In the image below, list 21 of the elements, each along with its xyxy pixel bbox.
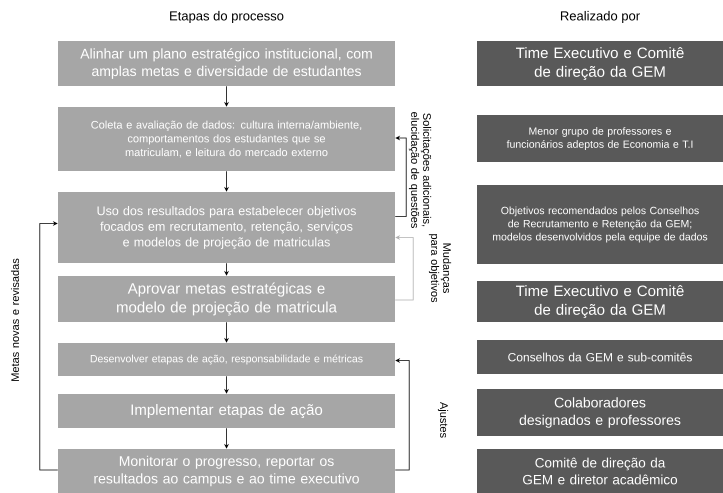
edge-label: Ajustes	[438, 402, 448, 438]
process-box: Implementar etapas de ação	[58, 394, 395, 428]
process-box: Desenvolver etapas de ação, responsabilidade e métricas	[58, 343, 395, 376]
process-box: Uso dos resultados para estabelecer objetivos focados em recrutamento, retenção, serviços e modelos de projeção de matriculas	[58, 192, 395, 263]
role-box: Time Executivo e Comitê de direção da GEM	[477, 281, 723, 322]
arrow	[39, 220, 58, 470]
column-heading: Realizado por	[560, 10, 640, 24]
process-box: Coleta e avaliação de dados: cultura interna/ambiente, comportamentos dos estudantes que se matriculam, e leitura do mercado externo	[58, 107, 395, 171]
edge-label: Mudanças para objetivos	[428, 234, 452, 302]
edge-label: Metas novas e revisadas	[10, 258, 20, 381]
role-box: Time Executivo e Comitê de direção da GEM	[477, 41, 723, 86]
edge-label: Solicitações adicionais, elucidação de questões	[408, 112, 432, 228]
process-box: Monitorar o progresso, reportar os resultados ao campus e ao time executivo	[58, 449, 395, 493]
column-heading: Etapas do processo	[170, 10, 284, 24]
process-box: Alinhar um plano estratégico institucional, com amplas metas e diversidade de estudantes	[58, 41, 395, 86]
role-box: Colaboradores designados e professores	[477, 389, 723, 436]
role-box: Menor grupo de professores e funcionários adeptos de Economia e T.I	[477, 115, 723, 162]
process-box: Aprovar metas estratégicas e modelo de projeção de matricula	[58, 276, 395, 322]
role-box: Conselhos da GEM e sub-comitês	[477, 340, 723, 374]
role-box: Objetivos recomendados pelos Conselhos de Recrutamento e Retenção da GEM; modelos desenvolvidos pela equipe de dados	[477, 185, 723, 264]
role-box: Comitê de direção da GEM e diretor acadêmico	[477, 449, 723, 493]
